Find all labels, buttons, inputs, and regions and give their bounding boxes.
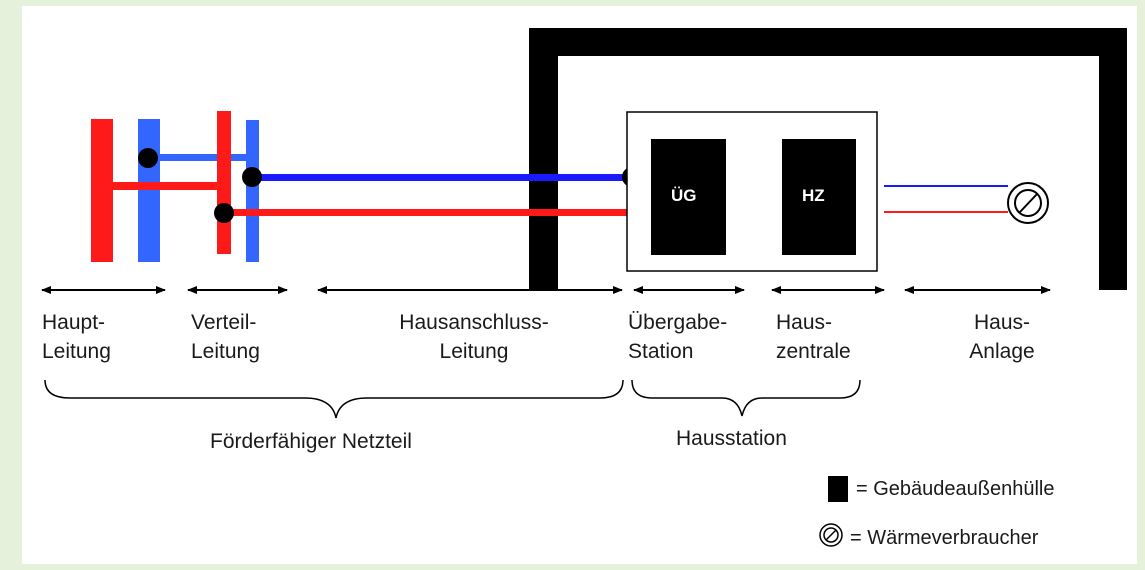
house-connection-return-pipe — [252, 174, 632, 181]
label-transfer-station-1: Übergabe- — [628, 311, 728, 334]
group-label-network: Förderfähiger Netzteil — [210, 430, 412, 453]
label-house-system-1: Haus- — [973, 311, 1031, 334]
label-distribution-line-2: Leitung — [191, 340, 260, 363]
heat-consumer-icon — [1007, 182, 1049, 224]
building-envelope — [529, 28, 1127, 290]
label-main-line: Haupt- Leitung — [42, 308, 111, 366]
label-main-line-2: Leitung — [42, 340, 111, 363]
label-house-central-1: Haus- — [776, 311, 833, 334]
envelope-swatch — [828, 476, 848, 502]
transfer-station-box — [651, 139, 726, 255]
junction-dot — [214, 203, 234, 223]
main-line-supply-bar — [91, 119, 113, 262]
heat-consumer-icon — [818, 522, 844, 554]
label-house-central-2: zentrale — [776, 340, 851, 363]
distribution-supply-bar — [217, 111, 231, 254]
label-house-connection: Hausanschluss- Leitung — [384, 308, 564, 366]
label-house-central: Haus- zentrale — [776, 308, 851, 366]
transfer-station-label: ÜG — [671, 186, 697, 205]
legend-envelope-text: = Gebäudeaußenhülle — [856, 477, 1055, 500]
legend-envelope: = Gebäudeaußenhülle — [828, 476, 1055, 502]
label-house-connection-2: Leitung — [439, 340, 509, 363]
label-house-connection-1: Hausanschluss- — [399, 311, 549, 334]
brace-network — [44, 379, 624, 419]
house-connection-supply-pipe — [224, 209, 632, 216]
diagram-canvas — [22, 6, 1137, 564]
label-main-line-1: Haupt- — [42, 311, 106, 334]
house-central-box — [782, 139, 856, 255]
main-line-return-bar — [138, 119, 160, 262]
label-distribution-line-1: Verteil- — [191, 311, 257, 334]
label-house-system-2: Anlage — [969, 340, 1035, 363]
label-transfer-station-2: Station — [628, 340, 694, 363]
junction-dot — [138, 148, 158, 168]
legend-consumer-text: = Wärmeverbraucher — [850, 526, 1039, 549]
brace-house-station — [631, 379, 861, 417]
house-central-label: HZ — [802, 186, 825, 205]
group-label-house-station: Hausstation — [676, 427, 787, 450]
distribution-return-bar — [246, 120, 259, 262]
main-supply-connector — [113, 182, 217, 190]
main-return-connector — [148, 154, 250, 161]
label-distribution-line: Verteil- Leitung — [191, 308, 260, 366]
label-transfer-station: Übergabe- Station — [628, 308, 727, 366]
junction-dot — [242, 167, 262, 187]
legend-consumer: = Wärmeverbraucher — [818, 522, 1038, 554]
label-house-system: Haus- Anlage — [957, 308, 1047, 366]
